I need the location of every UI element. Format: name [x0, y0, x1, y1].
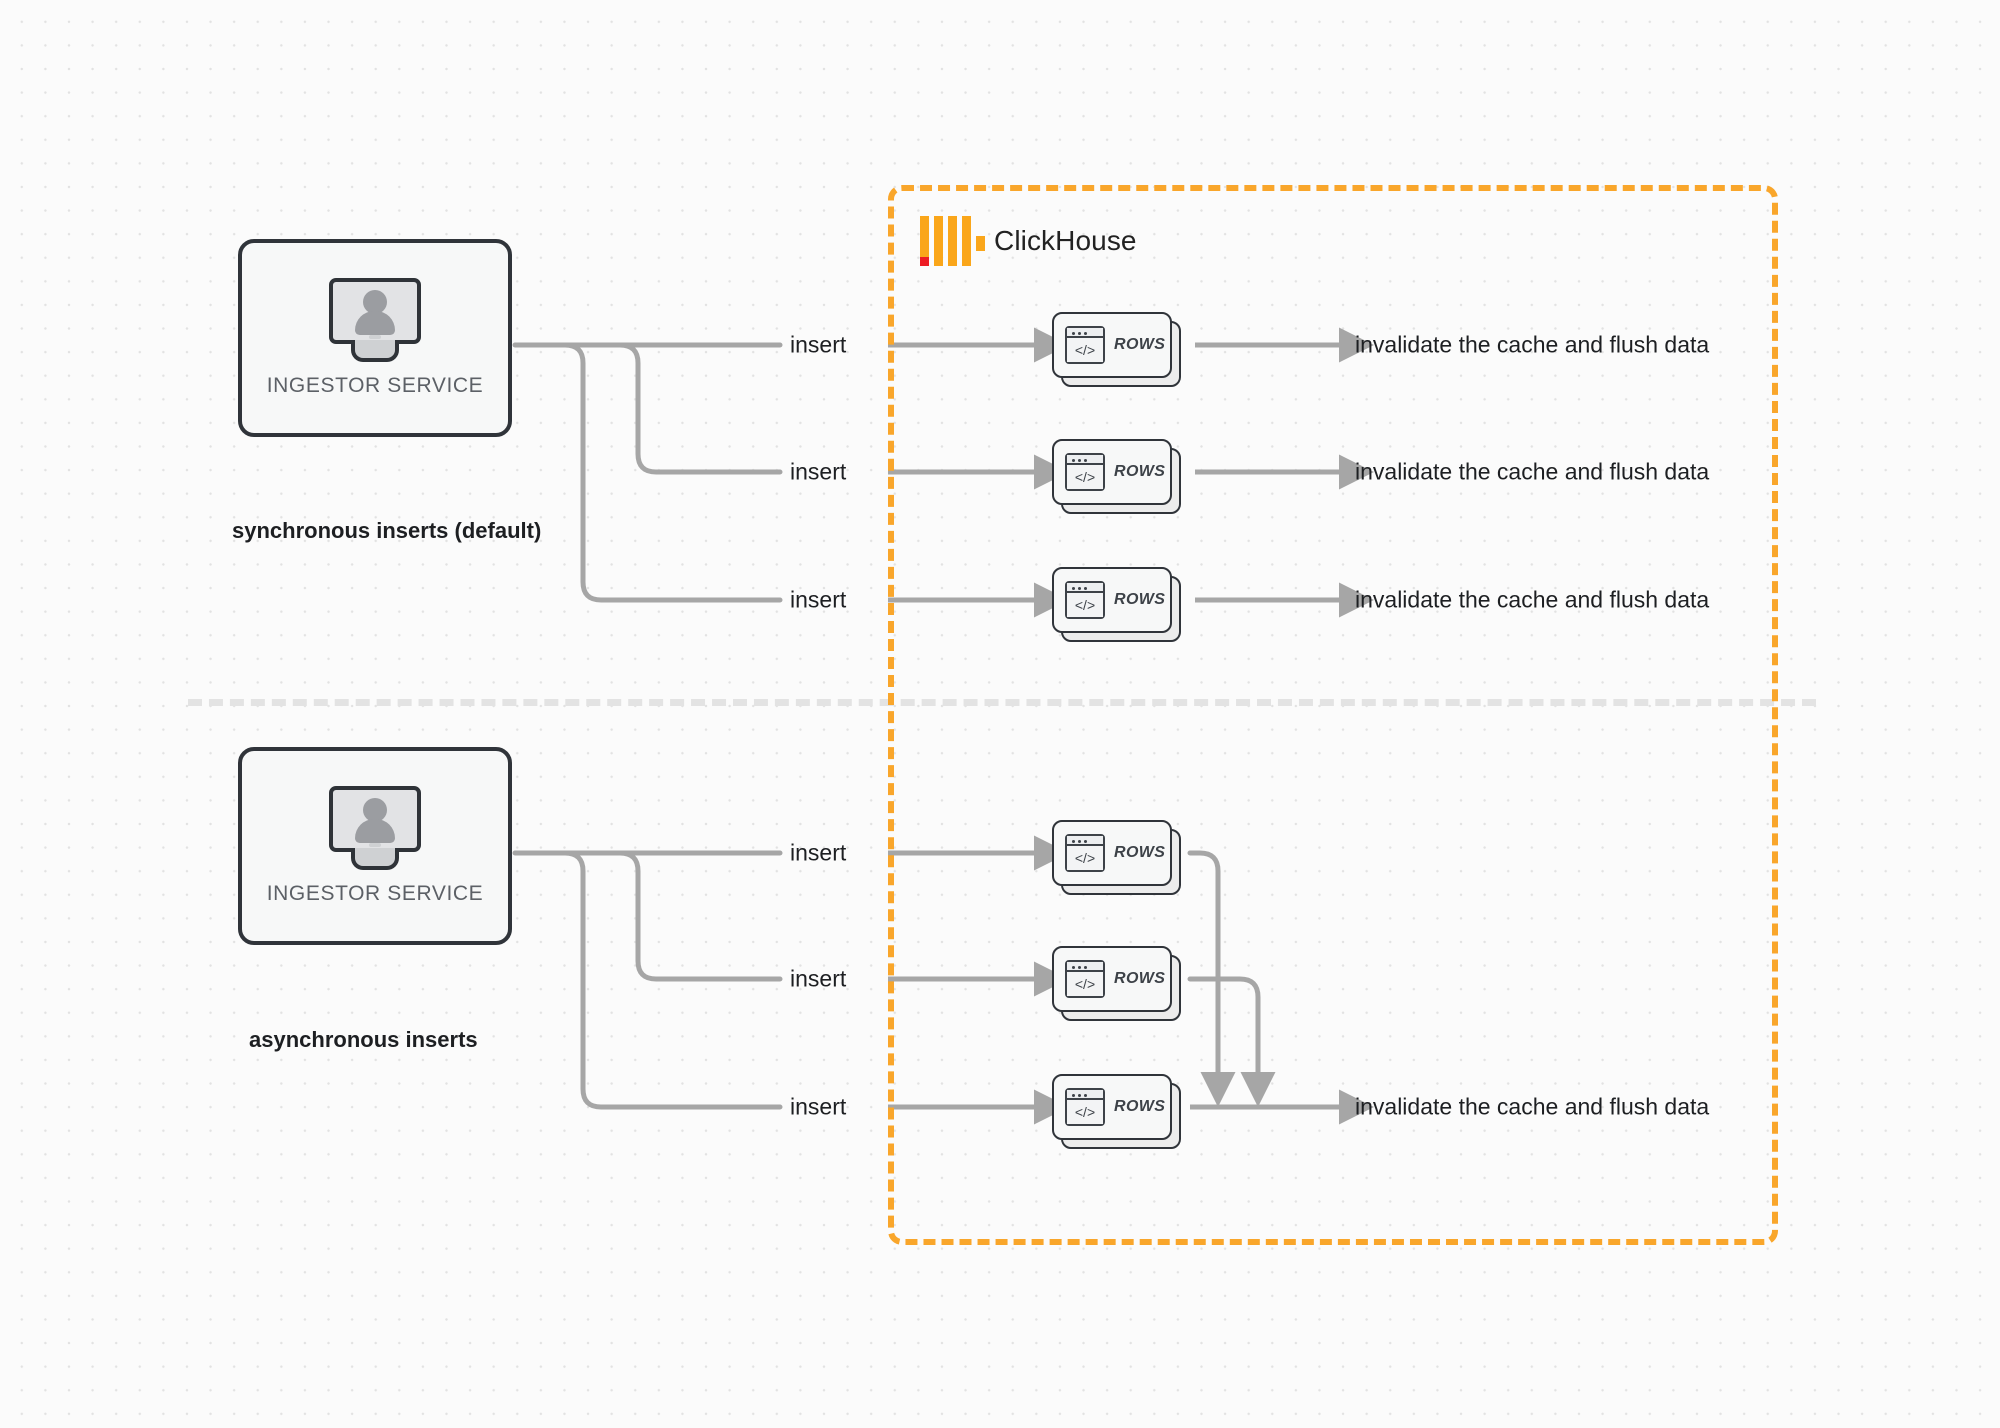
rows-card-async-3[interactable]: </> ROWS [1052, 1074, 1181, 1149]
rows-card-label-async-2: ROWS [1114, 970, 1166, 987]
rows-card-label-sync-2: ROWS [1114, 463, 1166, 480]
rows-card-label-async-1: ROWS [1114, 844, 1166, 861]
insert-label-sync-1: insert [790, 331, 847, 358]
insert-label-async-2: insert [790, 965, 847, 992]
outcome-label-sync-1: invalidate the cache and flush data [1355, 331, 1710, 358]
rows-card-face: </> ROWS [1052, 946, 1172, 1012]
monitor-user-icon [329, 278, 421, 362]
code-window-icon: </> [1065, 326, 1105, 364]
rows-card-face: </> ROWS [1052, 312, 1172, 378]
rows-card-label-sync-1: ROWS [1114, 336, 1166, 353]
monitor-user-icon [329, 786, 421, 870]
ingestor-service-async[interactable]: INGESTOR SERVICE [238, 747, 512, 945]
rows-card-async-2[interactable]: </> ROWS [1052, 946, 1181, 1021]
code-window-icon: </> [1065, 581, 1105, 619]
rows-card-sync-3[interactable]: </> ROWS [1052, 567, 1181, 642]
clickhouse-label: ClickHouse [994, 225, 1137, 256]
clickhouse-logo [920, 216, 985, 266]
ingestor-service-sync[interactable]: INGESTOR SERVICE [238, 239, 512, 437]
section-divider [188, 699, 1816, 706]
rows-card-sync-2[interactable]: </> ROWS [1052, 439, 1181, 514]
caption-synchronous: synchronous inserts (default) [232, 518, 542, 543]
ingestor-service-label-async: INGESTOR SERVICE [266, 882, 484, 905]
code-window-icon: </> [1065, 1088, 1105, 1126]
code-window-icon: </> [1065, 453, 1105, 491]
rows-card-face: </> ROWS [1052, 567, 1172, 633]
rows-card-face: </> ROWS [1052, 1074, 1172, 1140]
rows-card-label-async-3: ROWS [1114, 1098, 1166, 1115]
caption-asynchronous: asynchronous inserts [249, 1027, 478, 1052]
clickhouse-header: ClickHouse [920, 216, 1137, 266]
rows-card-face: </> ROWS [1052, 820, 1172, 886]
rows-card-face: </> ROWS [1052, 439, 1172, 505]
rows-card-label-sync-3: ROWS [1114, 591, 1166, 608]
clickhouse-boundary [888, 185, 1778, 1245]
rows-card-sync-1[interactable]: </> ROWS [1052, 312, 1181, 387]
ingestor-service-label-sync: INGESTOR SERVICE [266, 374, 484, 397]
code-window-icon: </> [1065, 834, 1105, 872]
outcome-label-async: invalidate the cache and flush data [1355, 1093, 1710, 1120]
insert-label-async-1: insert [790, 839, 847, 866]
insert-label-sync-2: insert [790, 458, 847, 485]
outcome-label-sync-2: invalidate the cache and flush data [1355, 458, 1710, 485]
outcome-label-sync-3: invalidate the cache and flush data [1355, 586, 1710, 613]
rows-card-async-1[interactable]: </> ROWS [1052, 820, 1181, 895]
code-window-icon: </> [1065, 960, 1105, 998]
insert-label-sync-3: insert [790, 586, 847, 613]
insert-label-async-3: insert [790, 1093, 847, 1120]
